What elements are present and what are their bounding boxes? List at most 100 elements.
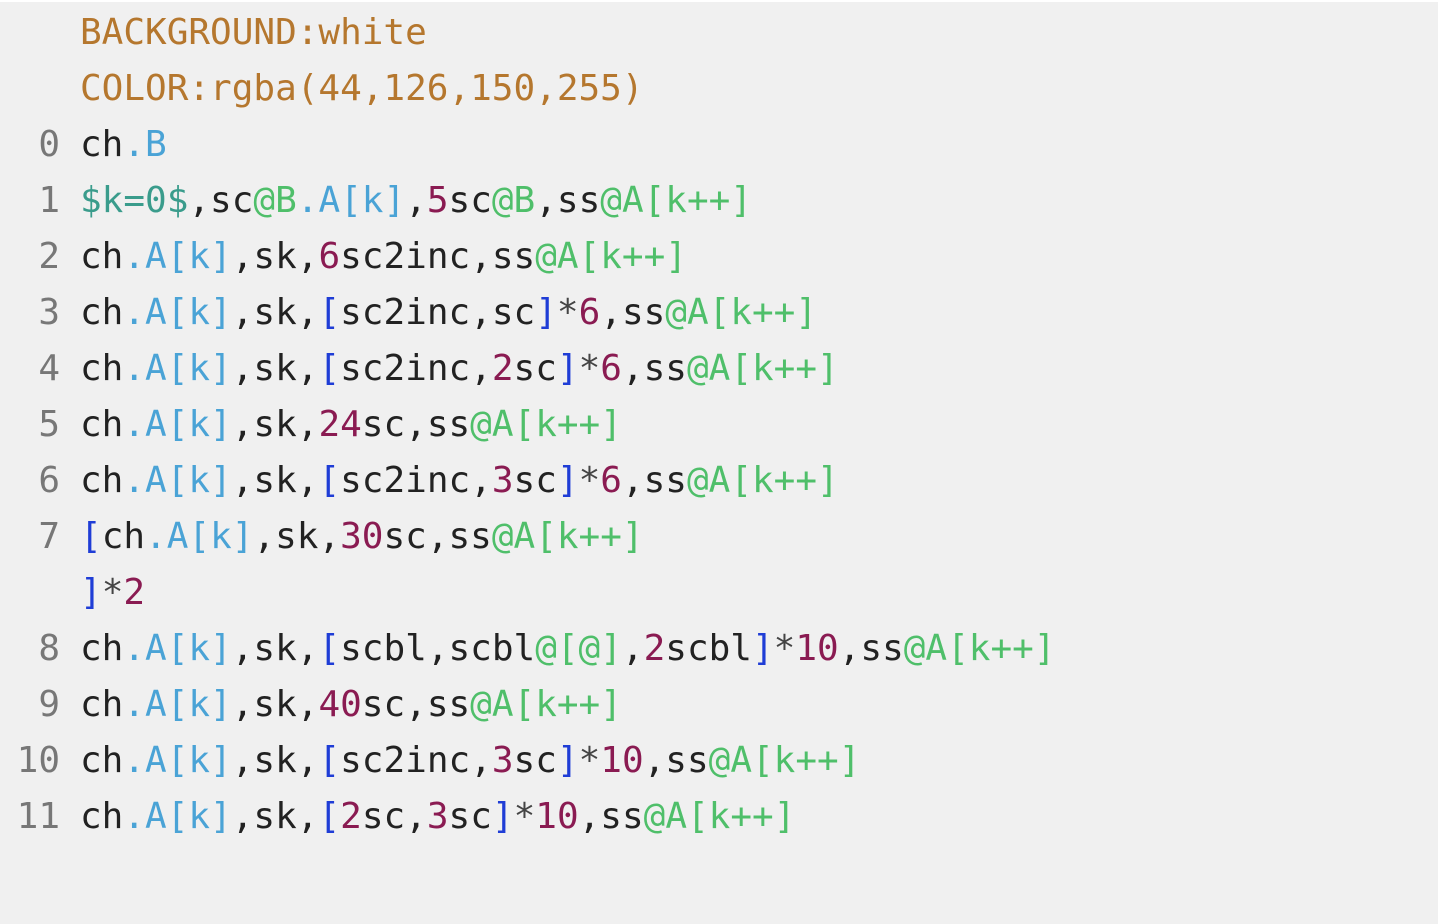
code-token: .A[k] [123,404,232,445]
code-token: sc,ss [361,684,471,725]
code-token: ,sk, [231,796,319,837]
line-code: ch.A[k],sk,[sc2inc,3sc]*10,ss@A[k++] [60,733,860,789]
code-token: 2 [123,572,146,613]
code-token: COLOR:rgba(44,126,150,255) [80,68,644,109]
code-token: ch [80,236,124,277]
code-token: ,sk, [231,236,319,277]
code-token: @[@] [535,628,622,669]
code-token: ] [535,292,557,333]
code-line[interactable]: 1$k=0$,sc@B.A[k],5sc@B,ss@A[k++] [0,173,1438,229]
code-token: .A[k] [123,628,232,669]
code-token: @A[k++] [470,404,622,445]
code-token: ch [80,684,124,725]
line-number: 4 [38,348,60,389]
code-token: ,ss [838,628,904,669]
code-line[interactable]: ]*2 [0,565,1438,621]
code-token: * [578,460,601,501]
code-token: * [556,292,579,333]
code-token: ch [80,740,124,781]
code-token: ch [80,460,124,501]
code-token: sc [448,796,492,837]
code-token: sc [513,740,557,781]
code-token: ,ss [578,796,644,837]
code-token: ] [491,796,514,837]
code-token: 6 [600,460,622,501]
line-code: ch.A[k],sk,6sc2inc,ss@A[k++] [60,229,687,285]
code-token: 10 [600,740,644,781]
code-token: @A[k++] [686,348,839,389]
code-token: @B [253,180,297,221]
code-line[interactable]: 7[ch.A[k],sk,30sc,ss@A[k++] [0,509,1438,565]
line-number: 5 [38,404,60,445]
code-token: sc [513,460,557,501]
code-token: ] [556,740,579,781]
code-token: ,sk, [231,684,319,725]
code-token: sc2inc, [340,740,492,781]
code-token: ,sk, [231,460,319,501]
code-token: [ [318,292,341,333]
code-token: ch [80,124,124,165]
code-token: ch [80,292,124,333]
code-token: .A[k] [123,460,232,501]
code-token: @A[k++] [665,292,818,333]
code-token: scbl [665,628,752,669]
code-token: * [101,572,124,613]
code-token: ] [556,348,579,389]
code-token: ch [80,628,124,669]
line-number: 10 [16,740,60,781]
line-code: ch.B [60,117,167,173]
line-number: 0 [38,124,60,165]
code-token: 5 [426,180,449,221]
code-token: * [578,740,601,781]
code-token: 2 [643,628,666,669]
code-token: ,ss [621,348,687,389]
code-token: ,sk, [253,516,341,557]
line-code: COLOR:rgba(44,126,150,255) [60,61,644,117]
code-token: @B [491,180,536,221]
code-token: .A[k] [123,292,232,333]
code-line[interactable]: COLOR:rgba(44,126,150,255) [0,61,1438,117]
code-token: sc2inc,sc [340,292,536,333]
code-token: 30 [340,516,384,557]
line-code: ch.A[k],sk,[scbl,scbl@[@],2scbl]*10,ss@A… [60,621,1055,677]
code-token: 6 [578,292,601,333]
line-number: 2 [38,236,60,277]
code-token: [ [318,740,341,781]
code-token: 3 [426,796,449,837]
code-token: ,ss [600,292,666,333]
line-code: ch.A[k],sk,40sc,ss@A[k++] [60,677,622,733]
line-number [0,61,60,117]
code-token: .A[k] [145,516,254,557]
code-line[interactable]: BACKGROUND:white [0,5,1438,61]
code-token: @A[k++] [903,628,1056,669]
code-token: [ [318,348,341,389]
code-token: , [405,180,427,221]
code-token: 6 [600,348,622,389]
code-token: sc2inc, [340,348,492,389]
code-token: @A[k++] [470,684,622,725]
code-token: sc,ss [361,404,471,445]
code-token: @A[k++] [686,460,839,501]
code-token: $k=0$ [80,180,189,221]
code-token: sc2inc,ss [340,236,536,277]
code-token: .B [123,124,167,165]
line-code: ]*2 [60,565,145,621]
code-token: [ [80,516,102,557]
line-code: ch.A[k],sk,[2sc,3sc]*10,ss@A[k++] [60,789,795,845]
line-number: 3 [38,292,60,333]
code-token: .A[k] [123,236,232,277]
code-token: 3 [491,460,514,501]
code-token: @A[k++] [643,796,796,837]
